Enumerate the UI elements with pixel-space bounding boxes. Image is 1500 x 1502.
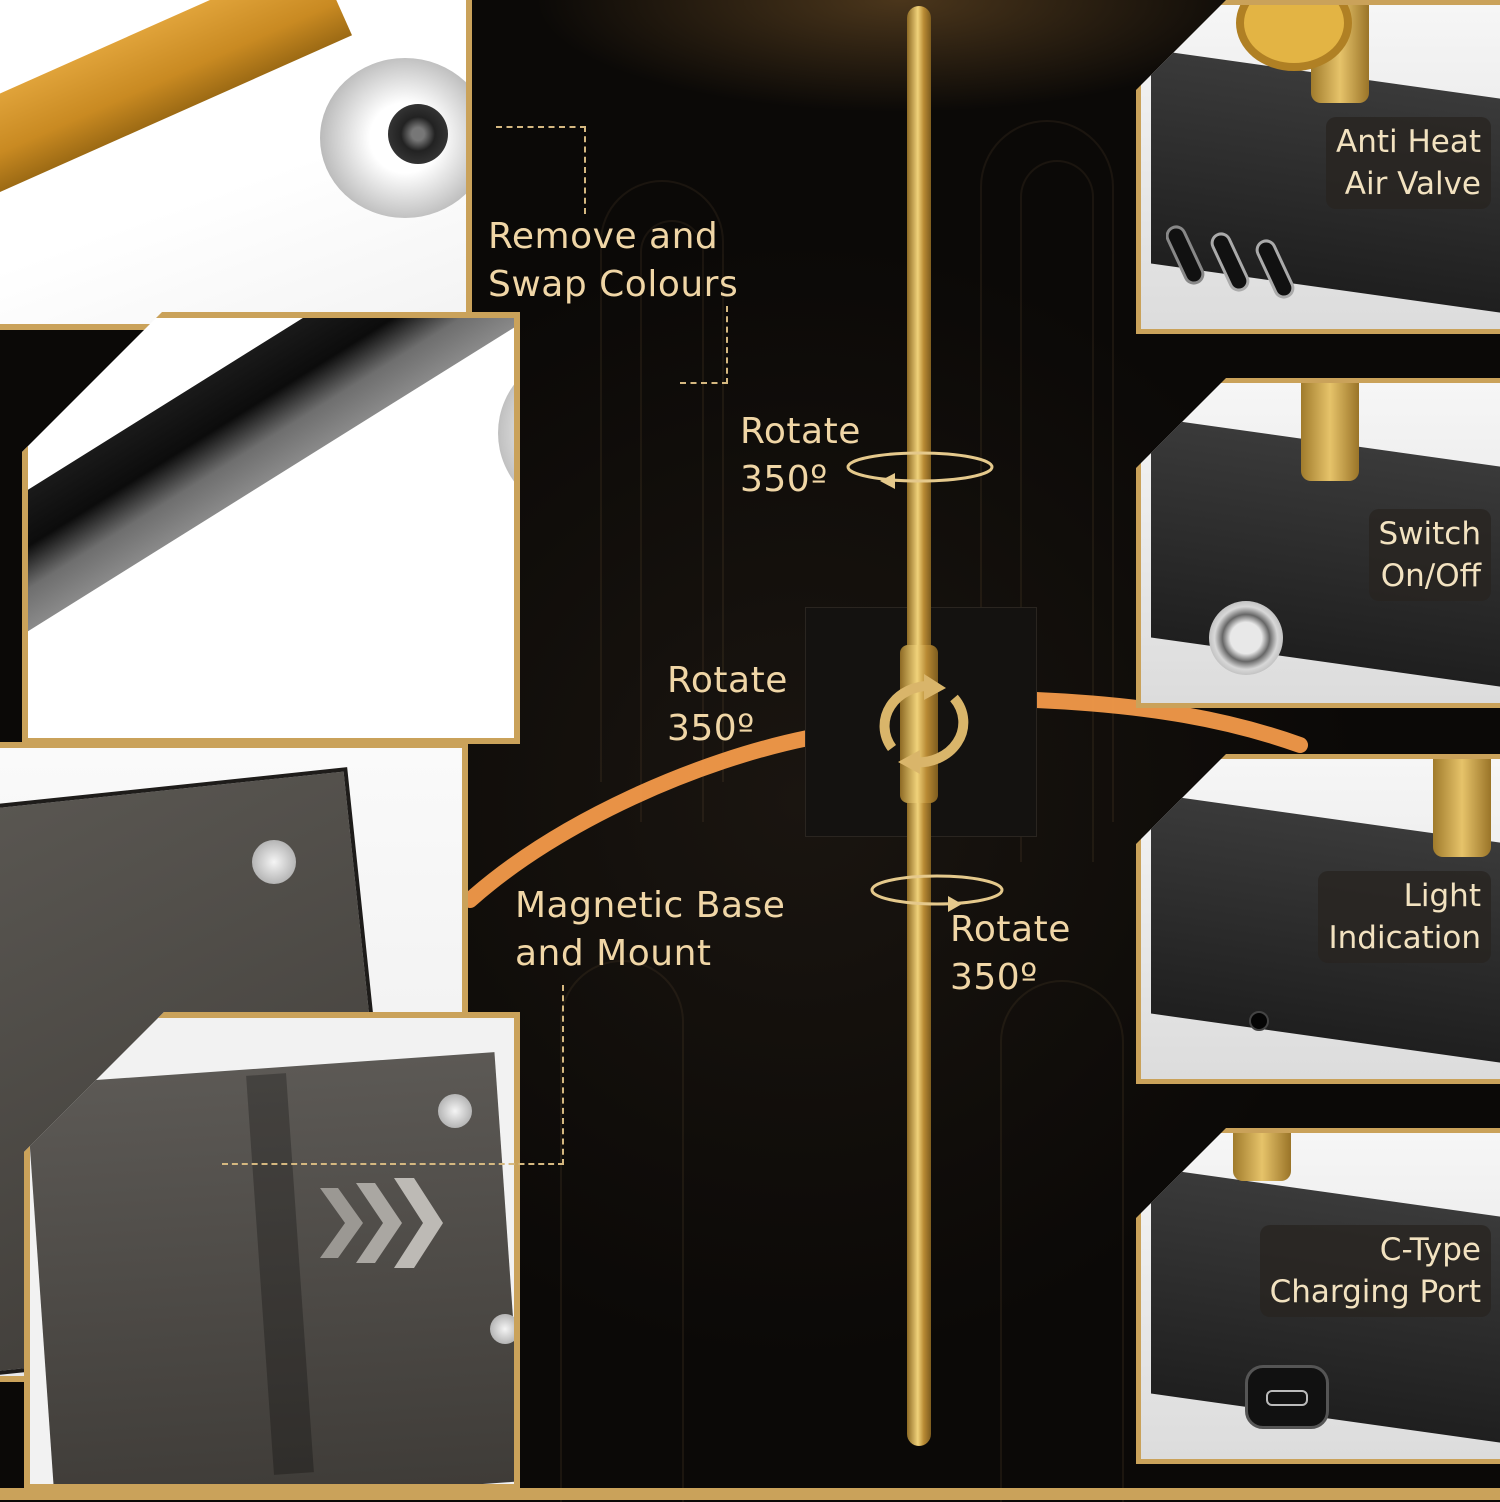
rod-joint <box>900 645 938 803</box>
screw-icon <box>490 1314 514 1344</box>
magnetic-line1: Magnetic Base <box>515 885 786 926</box>
rotate-mid-label: Rotate 350º <box>667 657 788 753</box>
decor-arch <box>1020 160 1094 862</box>
screw-icon <box>438 1094 472 1128</box>
bottom-gold-bar <box>0 1488 1500 1500</box>
rotate-bottom-line2: 350º <box>950 957 1038 998</box>
feature-line1: Anti Heat <box>1335 124 1481 160</box>
gold-tube <box>0 0 352 207</box>
feature-label-light: Light Indication <box>1318 871 1491 963</box>
indicator-light-icon <box>1249 1011 1269 1031</box>
feature-line2: Charging Port <box>1269 1274 1481 1310</box>
rod-stub <box>1301 383 1359 481</box>
feature-line1: C-Type <box>1379 1232 1481 1268</box>
decor-arch <box>560 960 684 1502</box>
rotate-top-line1: Rotate <box>740 411 861 452</box>
callout-leader <box>680 306 728 384</box>
remove-swap-line2: Swap Colours <box>488 264 739 305</box>
usb-c-port-icon <box>1245 1365 1329 1429</box>
magnetic-end-cap <box>498 348 514 518</box>
feature-line1: Light <box>1403 878 1481 914</box>
feature-panel-light-indication: Light Indication <box>1136 754 1500 1084</box>
decor-arch <box>1000 980 1124 1502</box>
magnet-contact-icon <box>388 104 448 164</box>
rotate-ring-top-icon <box>846 451 994 489</box>
feature-panel-charging-port: C-Type Charging Port <box>1136 1128 1500 1464</box>
callout-leader <box>496 126 586 214</box>
black-tip-closeup-panel <box>22 312 520 744</box>
rod-stub <box>1433 759 1491 857</box>
magnetic-line2: and Mount <box>515 933 712 974</box>
rotate-arrows-icon <box>879 674 969 774</box>
decor-arch <box>980 120 1114 822</box>
feature-label-air-valve: Anti Heat Air Valve <box>1325 117 1491 209</box>
magnetic-mount-panel <box>24 1012 520 1490</box>
feature-line2: Indication <box>1328 920 1481 956</box>
feature-label-charging: C-Type Charging Port <box>1259 1225 1491 1317</box>
feature-line2: On/Off <box>1380 558 1481 594</box>
air-valve-vents-icon <box>1166 225 1295 299</box>
feature-label-switch: Switch On/Off <box>1368 509 1491 601</box>
rotate-bottom-label: Rotate 350º <box>950 906 1071 1002</box>
remove-swap-label: Remove and Swap Colours <box>488 213 738 309</box>
rotate-mid-line1: Rotate <box>667 660 788 701</box>
rotate-bottom-line1: Rotate <box>950 909 1071 950</box>
feature-line1: Switch <box>1378 516 1482 552</box>
rotate-mid-line2: 350º <box>667 708 755 749</box>
feature-panel-air-valve: Anti Heat Air Valve <box>1136 0 1500 334</box>
decor-arch <box>600 180 724 782</box>
screw-icon <box>252 840 296 884</box>
remove-swap-line1: Remove and <box>488 216 719 257</box>
magnetic-base-label: Magnetic Base and Mount <box>515 882 785 978</box>
gold-tip-closeup-panel <box>0 0 472 330</box>
feature-panel-switch: Switch On/Off <box>1136 378 1500 708</box>
rotate-top-label: Rotate 350º <box>740 408 861 504</box>
callout-leader <box>222 985 564 1165</box>
rotate-top-line2: 350º <box>740 459 828 500</box>
decor-arch <box>640 220 704 822</box>
rotate-ring-bottom-icon <box>870 874 1004 912</box>
slide-arrows-icon <box>320 1178 443 1268</box>
rod-stub <box>1233 1133 1291 1181</box>
feature-line2: Air Valve <box>1344 166 1481 202</box>
power-button-icon <box>1209 601 1283 675</box>
